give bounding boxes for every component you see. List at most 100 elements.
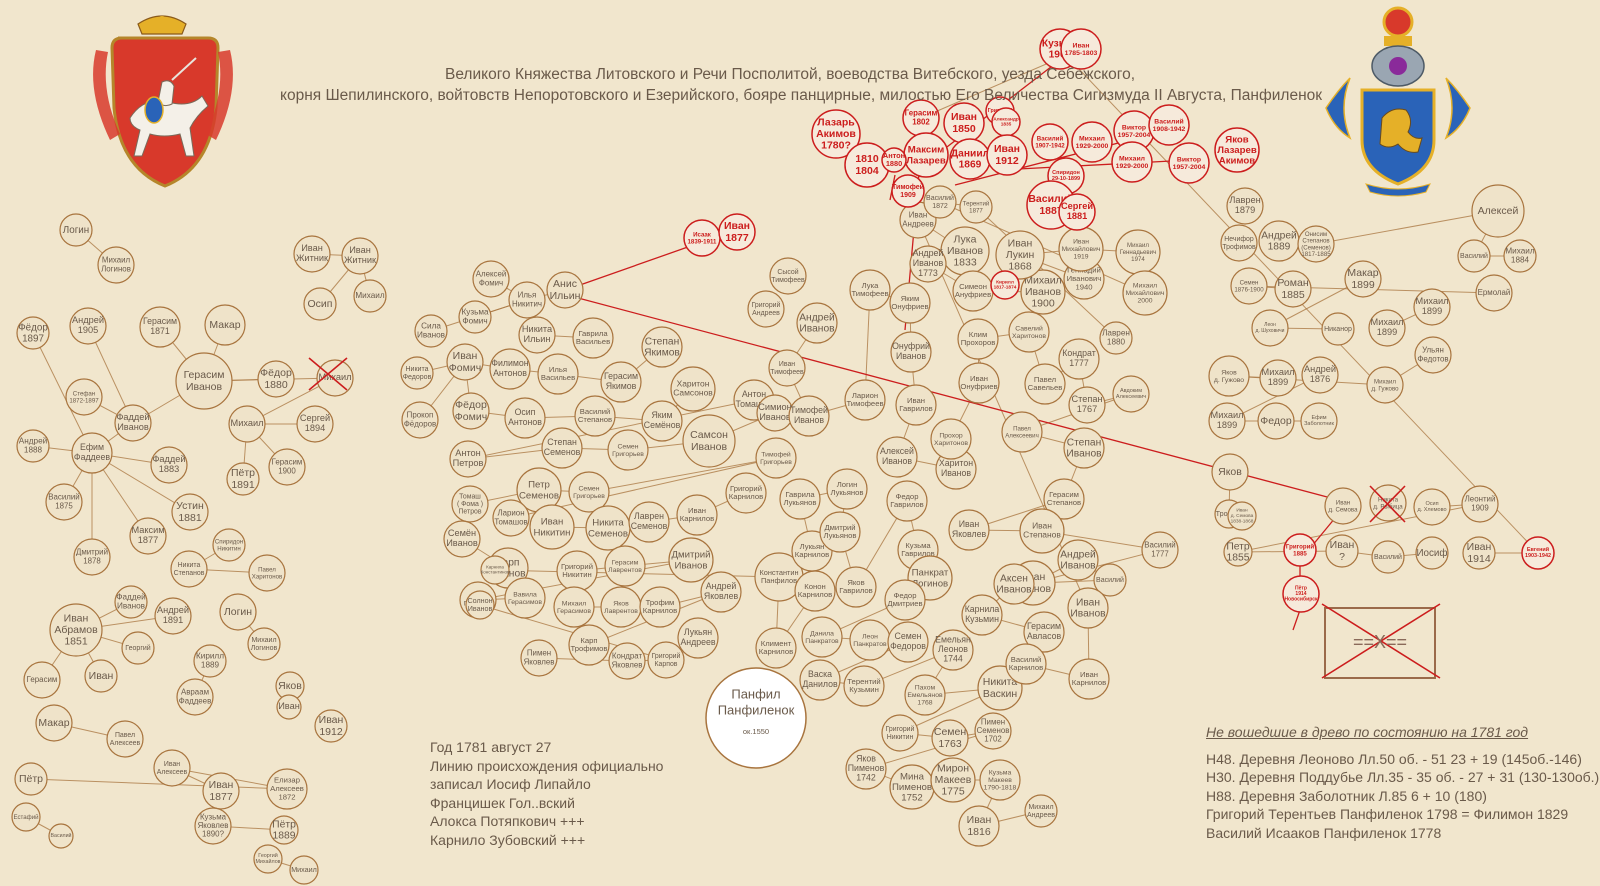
person-node: Василий (1371, 540, 1405, 574)
person-circle (958, 805, 1000, 847)
person-circle (520, 639, 558, 677)
person-circle (452, 392, 490, 430)
person-circle (769, 257, 807, 295)
person-node: Михаил (353, 279, 387, 313)
person-name: Томаш( Фома )Петров (457, 493, 483, 515)
person-circle (1366, 366, 1404, 404)
person-circle (948, 509, 990, 551)
person-node: Иван? (1325, 534, 1359, 568)
person-name: Макар (209, 319, 240, 331)
person-circle (641, 400, 683, 442)
person-circle (826, 468, 868, 510)
person-circle (668, 537, 714, 583)
stamp-text: ==X== (1353, 632, 1407, 652)
root-name-line2: Панфиленок (718, 702, 795, 717)
person-circle (568, 471, 610, 513)
person-name: Осип (308, 298, 333, 310)
person-circle (465, 590, 495, 620)
person-circle (1214, 127, 1260, 173)
person-circle (1414, 336, 1452, 374)
person-circle (600, 361, 642, 403)
coat-of-arms-left (93, 15, 233, 188)
person-name: Георгий (125, 644, 151, 652)
person-circle (1226, 187, 1264, 225)
person-circle (508, 281, 546, 319)
person-circle (819, 511, 861, 553)
person-circle (1413, 488, 1451, 526)
person-circle (1227, 501, 1257, 531)
person-circle (71, 432, 113, 474)
person-circle (170, 550, 208, 588)
person-circle (553, 586, 595, 628)
person-circle (889, 282, 931, 324)
tree-link (588, 457, 777, 493)
person-circle (401, 401, 439, 439)
person-circle (1063, 427, 1105, 469)
person-circle (1068, 658, 1110, 700)
person-circle (1111, 141, 1153, 183)
person-circle (1067, 587, 1109, 629)
person-name: Михаил (291, 866, 317, 874)
tree-link (32, 332, 93, 454)
person-circle (480, 555, 510, 585)
person-circle (876, 436, 918, 478)
person-circle (904, 674, 946, 716)
person-circle (276, 694, 302, 720)
cross-mark-right (1369, 485, 1406, 523)
excluded-line: Н88. Деревня Заболотник Л.85 6 + 10 (180… (1206, 787, 1487, 804)
person-circle (1325, 534, 1359, 568)
person-circle (1415, 536, 1449, 570)
person-circle (886, 480, 928, 522)
person-circle (226, 462, 260, 496)
person-circle (849, 269, 891, 311)
person-name: Василий (51, 832, 72, 839)
person-circle (341, 237, 379, 275)
person-circle (647, 641, 685, 679)
excluded-line: Н30. Деревня Поддубье Лл.35 - 35 об. - 2… (1206, 769, 1600, 785)
